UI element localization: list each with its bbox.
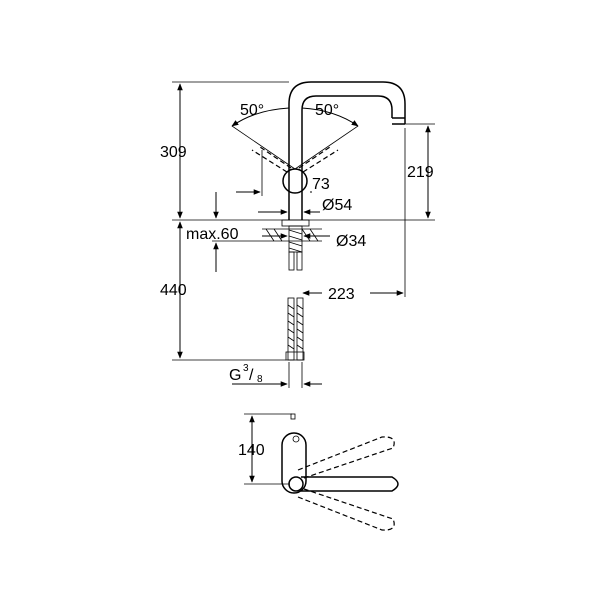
dim-spout-reach: 223 [328,286,355,303]
mounting-flange [262,219,322,253]
dim-hose-length: 440 [160,282,187,299]
top-view: 140 [238,413,399,531]
handle-swing-lines [231,125,359,173]
top-body [281,432,307,494]
side-view: 50° 50° 309 [160,81,435,388]
dim-total-height: 309 [160,144,187,161]
dim-thread-denominator: 8 [257,374,263,385]
angle-left-label: 50° [240,102,264,119]
angle-right-label: 50° [315,102,339,119]
supply-hoses [285,251,305,361]
handle-ball [282,168,308,194]
dim-max-thickness: max.60 [186,226,239,243]
dim-diameter-body: Ø54 [322,197,352,214]
faucet-body [288,81,406,220]
dim-handle: 73 [312,176,330,193]
dim-spout-height: 219 [407,164,434,181]
dim-thread-numerator: 3 [243,363,249,374]
dim-thread-g: G [229,367,241,384]
dim-diameter-hole: Ø34 [336,233,366,250]
dim-top-depth: 140 [238,442,265,459]
dim-thread-slash: / [249,367,254,384]
